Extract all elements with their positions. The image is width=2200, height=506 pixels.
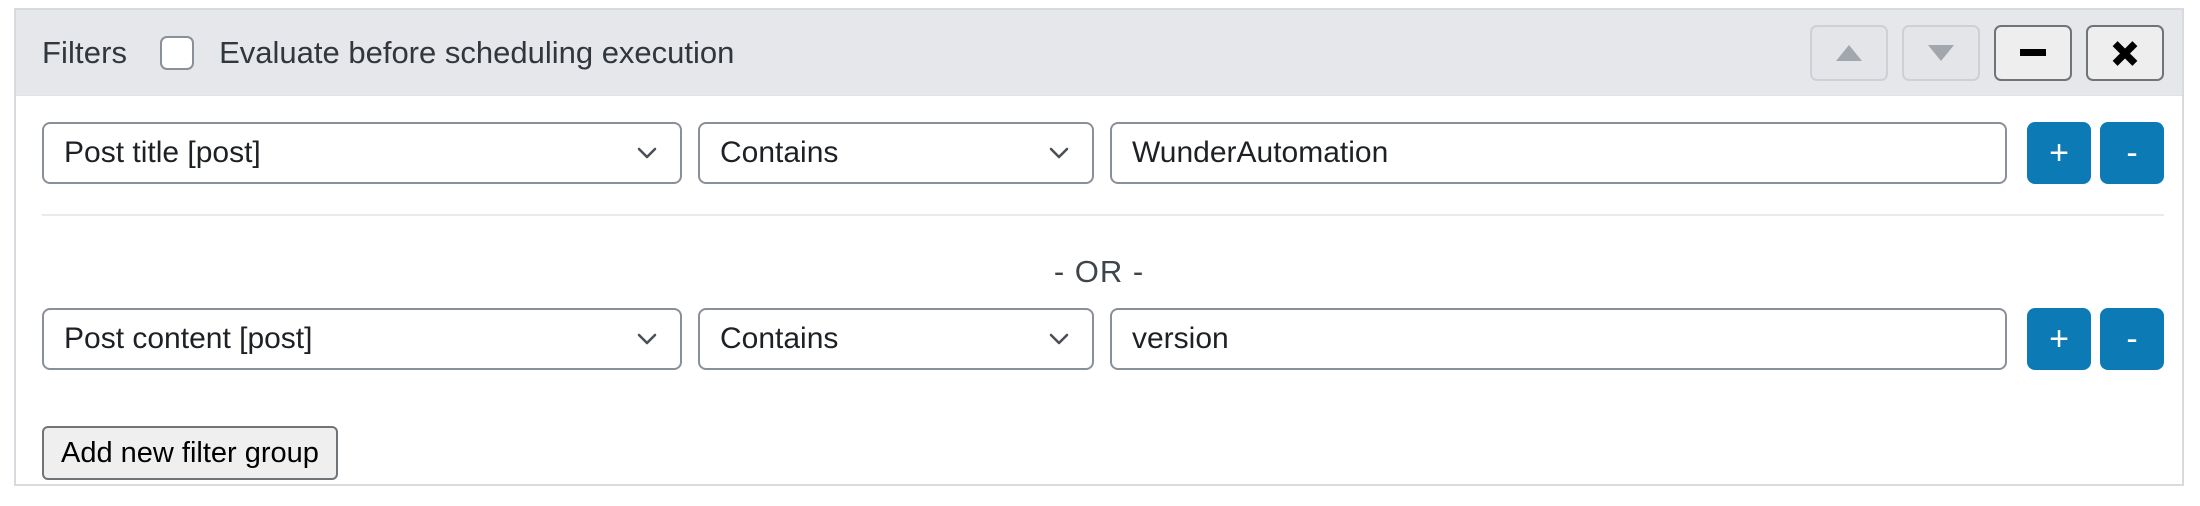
panel-footer: Add new filter group [16,426,2182,480]
filter-group-divider [42,214,2164,216]
filter-field-value: Post content [post] [64,322,313,355]
filter-row-actions: + - [2027,308,2164,370]
filter-operator-select[interactable]: Contains [698,308,1094,370]
filters-panel: Filters Evaluate before scheduling execu… [14,8,2184,486]
filter-value-input[interactable]: version [1110,308,2007,370]
add-new-filter-group-button[interactable]: Add new filter group [42,426,338,480]
move-up-button[interactable] [1810,24,1888,81]
filter-operator-select[interactable]: Contains [698,122,1094,184]
header-button-group [1810,24,2164,81]
chevron-down-icon [1046,326,1072,352]
close-button[interactable] [2086,24,2164,81]
add-filter-button[interactable]: + [2027,308,2091,370]
minus-icon [2020,49,2046,56]
chevron-down-icon [634,140,660,166]
filter-row: Post content [post] Contains version + - [16,308,2182,370]
filter-field-value: Post title [post] [64,136,261,169]
filter-operator-value: Contains [720,322,839,355]
filter-field-select[interactable]: Post title [post] [42,122,682,184]
filter-field-select[interactable]: Post content [post] [42,308,682,370]
filter-row: Post title [post] Contains WunderAutomat… [16,122,2182,184]
filter-value-text: version [1132,322,1229,355]
chevron-down-icon [634,326,660,352]
filter-row-actions: + - [2027,122,2164,184]
add-filter-button[interactable]: + [2027,122,2091,184]
evaluate-before-scheduling-checkbox[interactable] [160,35,195,70]
or-separator-label: - OR - [1053,254,1145,289]
close-icon [2111,39,2139,67]
evaluate-before-scheduling-label: Evaluate before scheduling execution [219,34,735,70]
remove-filter-button[interactable]: - [2100,308,2164,370]
remove-filter-button[interactable]: - [2100,122,2164,184]
page-title: Filters [42,34,128,70]
filter-value-text: WunderAutomation [1132,136,1389,169]
triangle-down-icon [1928,44,1954,61]
triangle-up-icon [1836,44,1862,61]
filter-value-input[interactable]: WunderAutomation [1110,122,2007,184]
filter-operator-value: Contains [720,136,839,169]
filters-panel-header: Filters Evaluate before scheduling execu… [16,10,2182,96]
move-down-button[interactable] [1902,24,1980,81]
minimize-button[interactable] [1994,24,2072,81]
filters-panel-body: Post title [post] Contains WunderAutomat… [16,122,2182,480]
chevron-down-icon [1046,140,1072,166]
